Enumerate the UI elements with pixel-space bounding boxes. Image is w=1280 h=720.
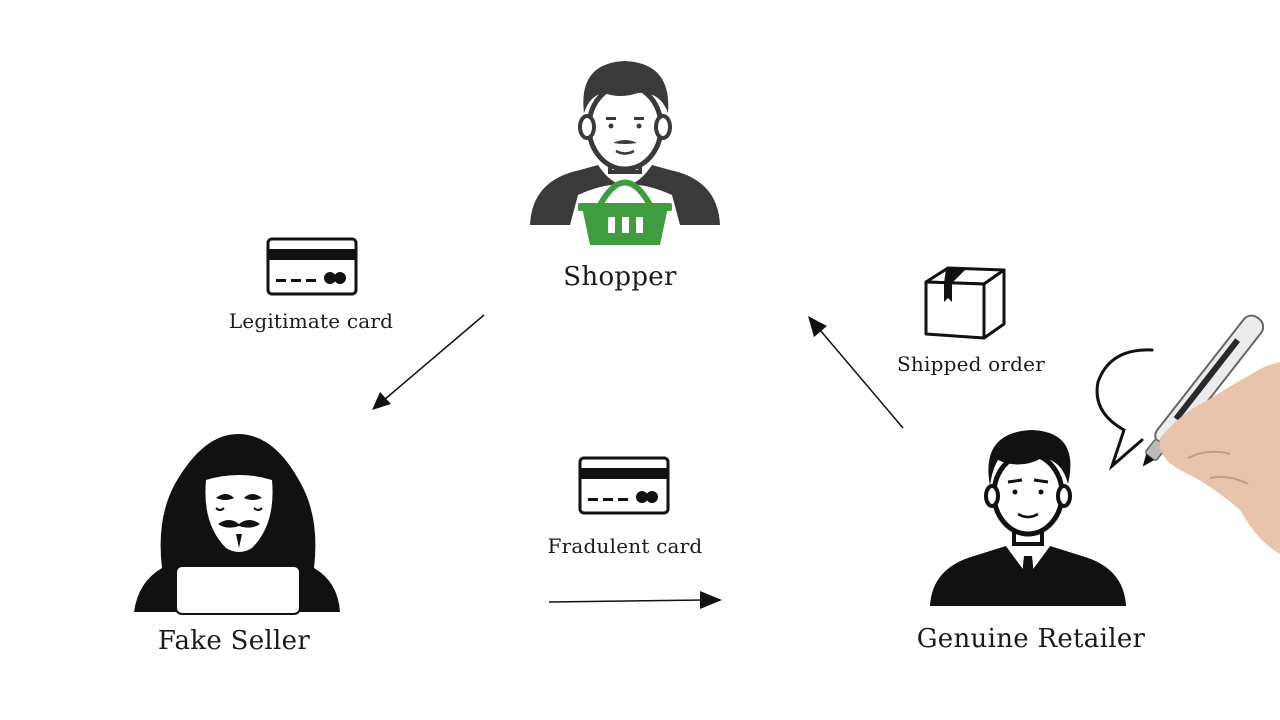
shopper-label: Shopper: [563, 262, 677, 292]
retailer-label: Genuine Retailer: [916, 624, 1146, 654]
retailer-node: [928, 426, 1128, 610]
hand-with-marker-illustration: [1095, 314, 1280, 554]
hooded-hacker-mask-icon: [134, 434, 340, 615]
legitimate-card-label: Legitimate card: [228, 309, 394, 333]
legitimate-card-block: [266, 237, 360, 297]
arrow-fake-seller-to-retailer: [548, 591, 722, 609]
fraudulent-card-label: Fradulent card: [547, 534, 703, 558]
hand-shape: [1159, 362, 1280, 554]
arrow-shopper-to-fake-seller: [372, 314, 485, 410]
shopper-node: [520, 55, 730, 255]
shipped-order-label: Shipped order: [897, 352, 1045, 376]
fraudulent-card-block: [578, 456, 672, 516]
credit-card-icon: [266, 237, 358, 296]
speech-bubble-outline: [1095, 348, 1154, 471]
businessman-icon: [930, 430, 1126, 606]
shopper-with-basket-icon: [530, 61, 720, 245]
package-box-icon: [924, 266, 1006, 340]
shipped-order-block: [922, 264, 1008, 342]
arrow-retailer-to-shopper: [808, 316, 904, 429]
credit-card-icon: [578, 456, 670, 515]
fake-seller-node: [134, 432, 344, 615]
fake-seller-label: Fake Seller: [157, 626, 311, 656]
